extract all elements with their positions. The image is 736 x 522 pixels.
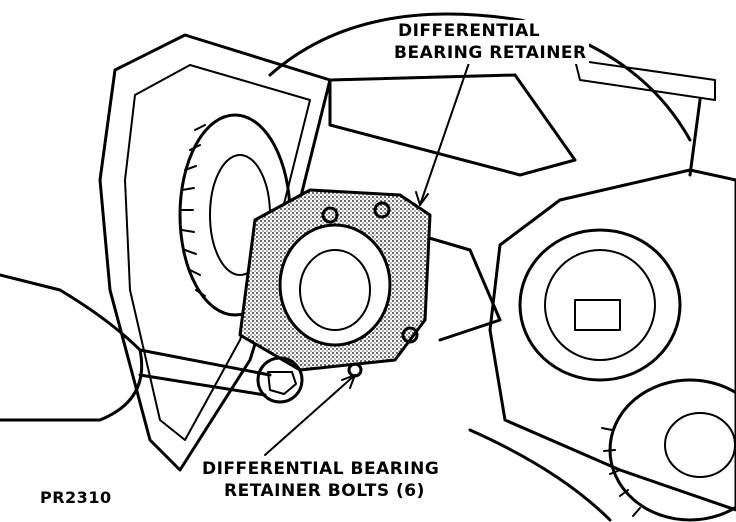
output-shaft — [574, 299, 621, 331]
housing-arc — [268, 12, 692, 142]
callout-line: RETAINER BOLTS (6) — [224, 481, 425, 501]
leader-retainer — [419, 59, 471, 206]
callout-line: DIFFERENTIAL BEARING — [202, 459, 440, 479]
case-flange — [98, 33, 332, 472]
figure-code: PR2310 — [40, 488, 112, 507]
ring-gear-right-teeth — [601, 427, 641, 517]
retainer-bore-inner — [299, 249, 371, 331]
top-bracket — [574, 59, 716, 101]
leader-bolts — [264, 374, 356, 456]
tool-frame — [328, 73, 577, 177]
case-flange-inner — [124, 64, 311, 441]
leader-retainer-arrow — [415, 191, 429, 206]
ring-gear-right — [608, 378, 736, 522]
callout-line: BEARING RETAINER — [394, 43, 587, 63]
right-case-bore — [518, 228, 682, 382]
housing-lower-right — [468, 428, 612, 522]
top-bracket-post — [688, 98, 702, 177]
hand — [0, 273, 144, 422]
right-case-bore-inner — [544, 249, 656, 361]
ring-gear-right-hub — [664, 412, 736, 478]
ring-gear-teeth — [180, 124, 206, 297]
wrench-socket — [256, 356, 304, 404]
callout-retainer-bolts: DIFFERENTIAL BEARING RETAINER BOLTS (6) — [200, 458, 442, 502]
retainer-bolt-2 — [373, 201, 391, 219]
callout-line: DIFFERENTIAL — [398, 21, 541, 41]
retainer-bolt-3 — [401, 326, 419, 344]
leader-bolts-arrow — [341, 374, 356, 389]
wrench-socket-hex — [267, 371, 297, 395]
right-case — [488, 168, 736, 512]
wrench-handle — [138, 348, 272, 397]
callout-differential-bearing-retainer: DIFFERENTIAL BEARING RETAINER — [392, 20, 589, 64]
retainer-bolt-1 — [321, 206, 339, 224]
